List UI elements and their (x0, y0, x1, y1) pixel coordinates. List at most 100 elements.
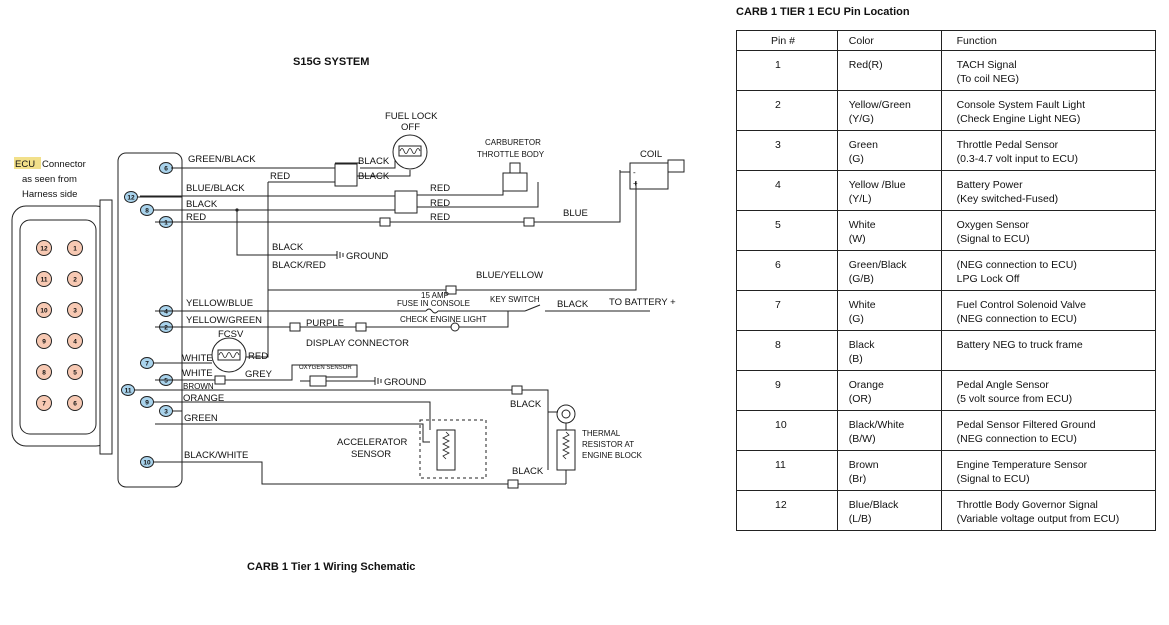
function-cell-line2: (Variable voltage output from ECU) (956, 513, 1120, 525)
harness-pin-label: 8 (145, 207, 149, 214)
wire-label-red-mid: RED (430, 198, 450, 209)
function-cell-line1: Pedal Sensor Filtered Ground (956, 419, 1096, 431)
function-cell-line2: LPG Lock Off (956, 273, 1020, 285)
wire-label-blue-black: BLUE/BLACK (186, 183, 245, 194)
color-cell: Green(G) (836, 130, 942, 171)
carb-label-2: THROTTLE BODY (477, 150, 545, 159)
key-switch-icon (524, 304, 541, 312)
color-cell: Brown(Br) (836, 450, 942, 491)
harness-pin-label: 7 (145, 360, 149, 367)
wire-thermal (548, 411, 567, 484)
function-cell-line1: (NEG connection to ECU) (956, 259, 1077, 271)
color-cell-line1: Yellow /Blue (848, 179, 906, 191)
header-function: Function (940, 30, 1157, 51)
pin-cell-line1: 1 (775, 59, 781, 71)
accelerator-label-2: SENSOR (351, 449, 391, 460)
pin-cell-line1: 11 (775, 459, 786, 471)
color-cell-line1: Green/Black (848, 259, 907, 271)
harness-pin-label: 2 (164, 324, 168, 331)
wire-label-brown: BROWN (183, 382, 214, 391)
ecu-label-line1: Connector (42, 159, 86, 170)
connector-pin-label: 4 (73, 338, 77, 345)
color-cell: Orange (OR) (836, 370, 942, 411)
connector-pin (67, 333, 83, 349)
carburetor-throttle-body (502, 172, 528, 192)
wire-label-green-black: GREEN/BLACK (188, 154, 256, 165)
harness-pin-label: 4 (164, 308, 168, 315)
carb-label-1: CARBURETOR (485, 138, 541, 147)
wire-label-white-fcsv: WHITE (182, 353, 213, 364)
pin-cell-line1: 7 (775, 299, 781, 311)
function-cell: (NEG connection to ECU) LPG Lock Off (940, 250, 1157, 291)
function-cell-line1: Throttle Pedal Sensor (956, 139, 1059, 151)
accelerator-label-1: ACCELERATOR (337, 437, 408, 448)
color-cell-line1: Orange (848, 379, 884, 391)
pin-cell-line1: 10 (775, 419, 787, 431)
pin-cell: 11 (736, 450, 838, 491)
connector-pin-label: 5 (73, 369, 77, 376)
fuel-lock-coil (398, 145, 422, 157)
pin-cell: 2 (736, 90, 838, 131)
pin-table-section: CARB 1 TIER 1 ECU Pin Location Pin # Col… (736, 6, 1157, 531)
harness-pin-label: 11 (125, 387, 132, 394)
function-cell: Oxygen Sensor(Signal to ECU) (940, 210, 1157, 251)
harness-pin-label: 6 (164, 165, 168, 172)
harness-pin-label: 3 (164, 408, 168, 415)
pin-cell-line1: 8 (775, 339, 781, 351)
fuse-label-1: 15 AMP (421, 291, 449, 300)
wire-label-blue-yellow: BLUE/YELLOW (476, 270, 543, 281)
function-cell: Console System Fault Light (Check Engine … (940, 90, 1157, 131)
thermal-label-3: ENGINE BLOCK (582, 451, 643, 460)
wire-red-mid-out (417, 182, 539, 208)
pin-table-header-row: Pin # Color Function (736, 30, 1157, 51)
connector-pin-label: 9 (42, 338, 46, 345)
color-cell-line2: (OR) (848, 393, 872, 405)
wire-label-black-batt: BLACK (557, 299, 589, 310)
color-cell: Black/White(B/W) (836, 410, 942, 451)
to-battery-label: TO BATTERY + (609, 297, 676, 308)
harness-pin-label: 5 (164, 377, 168, 384)
color-cell-line2: (G) (848, 313, 864, 325)
connector-pin-label: 7 (42, 400, 46, 407)
function-cell: Throttle Pedal Sensor(0.3-4.7 volt input… (940, 130, 1157, 171)
display-connector-label: DISPLAY CONNECTOR (306, 338, 409, 349)
function-cell-line2: (5 volt source from ECU) (956, 393, 1073, 405)
pin-cell: 6 (736, 250, 838, 291)
color-cell: Yellow /Blue(Y/L) (836, 170, 942, 211)
function-cell-line2: (Check Engine Light NEG) (956, 113, 1081, 125)
pin-cell: 7 (736, 290, 838, 331)
wire-orange (155, 401, 431, 430)
wire-fcsv (155, 290, 269, 364)
connector-pin-label: 11 (41, 276, 48, 283)
function-cell-line1: Console System Fault Light (956, 99, 1086, 111)
schematic-caption: CARB 1 Tier 1 Wiring Schematic (247, 561, 415, 573)
thermal-label-2: RESISTOR AT (582, 440, 634, 449)
wire-label-red-1: RED (186, 212, 206, 223)
color-cell-line2: (L/B) (848, 513, 872, 525)
fuse-icon (425, 308, 439, 314)
system-title: S15G SYSTEM (293, 56, 369, 68)
color-cell-line2: (Br) (848, 473, 867, 485)
wire-label-purple: PURPLE (306, 318, 344, 329)
color-cell-line2: (Y/G) (848, 113, 874, 125)
fuel-lock-label-2: OFF (401, 122, 420, 133)
pin-cell: 3 (736, 130, 838, 171)
ground-icon-2 (374, 377, 382, 385)
color-cell: Green/Black(G/B) (836, 250, 942, 291)
ecu-label-line3: Harness side (22, 189, 77, 200)
wire-red-1 (155, 170, 621, 223)
color-cell-line1: Black (848, 339, 875, 351)
coil-label: COIL (640, 149, 662, 160)
connector-pin (36, 333, 52, 349)
color-cell-line1: Green (848, 139, 878, 151)
harness-pin-label: 12 (127, 194, 135, 201)
connector-pin-label: 8 (42, 369, 46, 376)
